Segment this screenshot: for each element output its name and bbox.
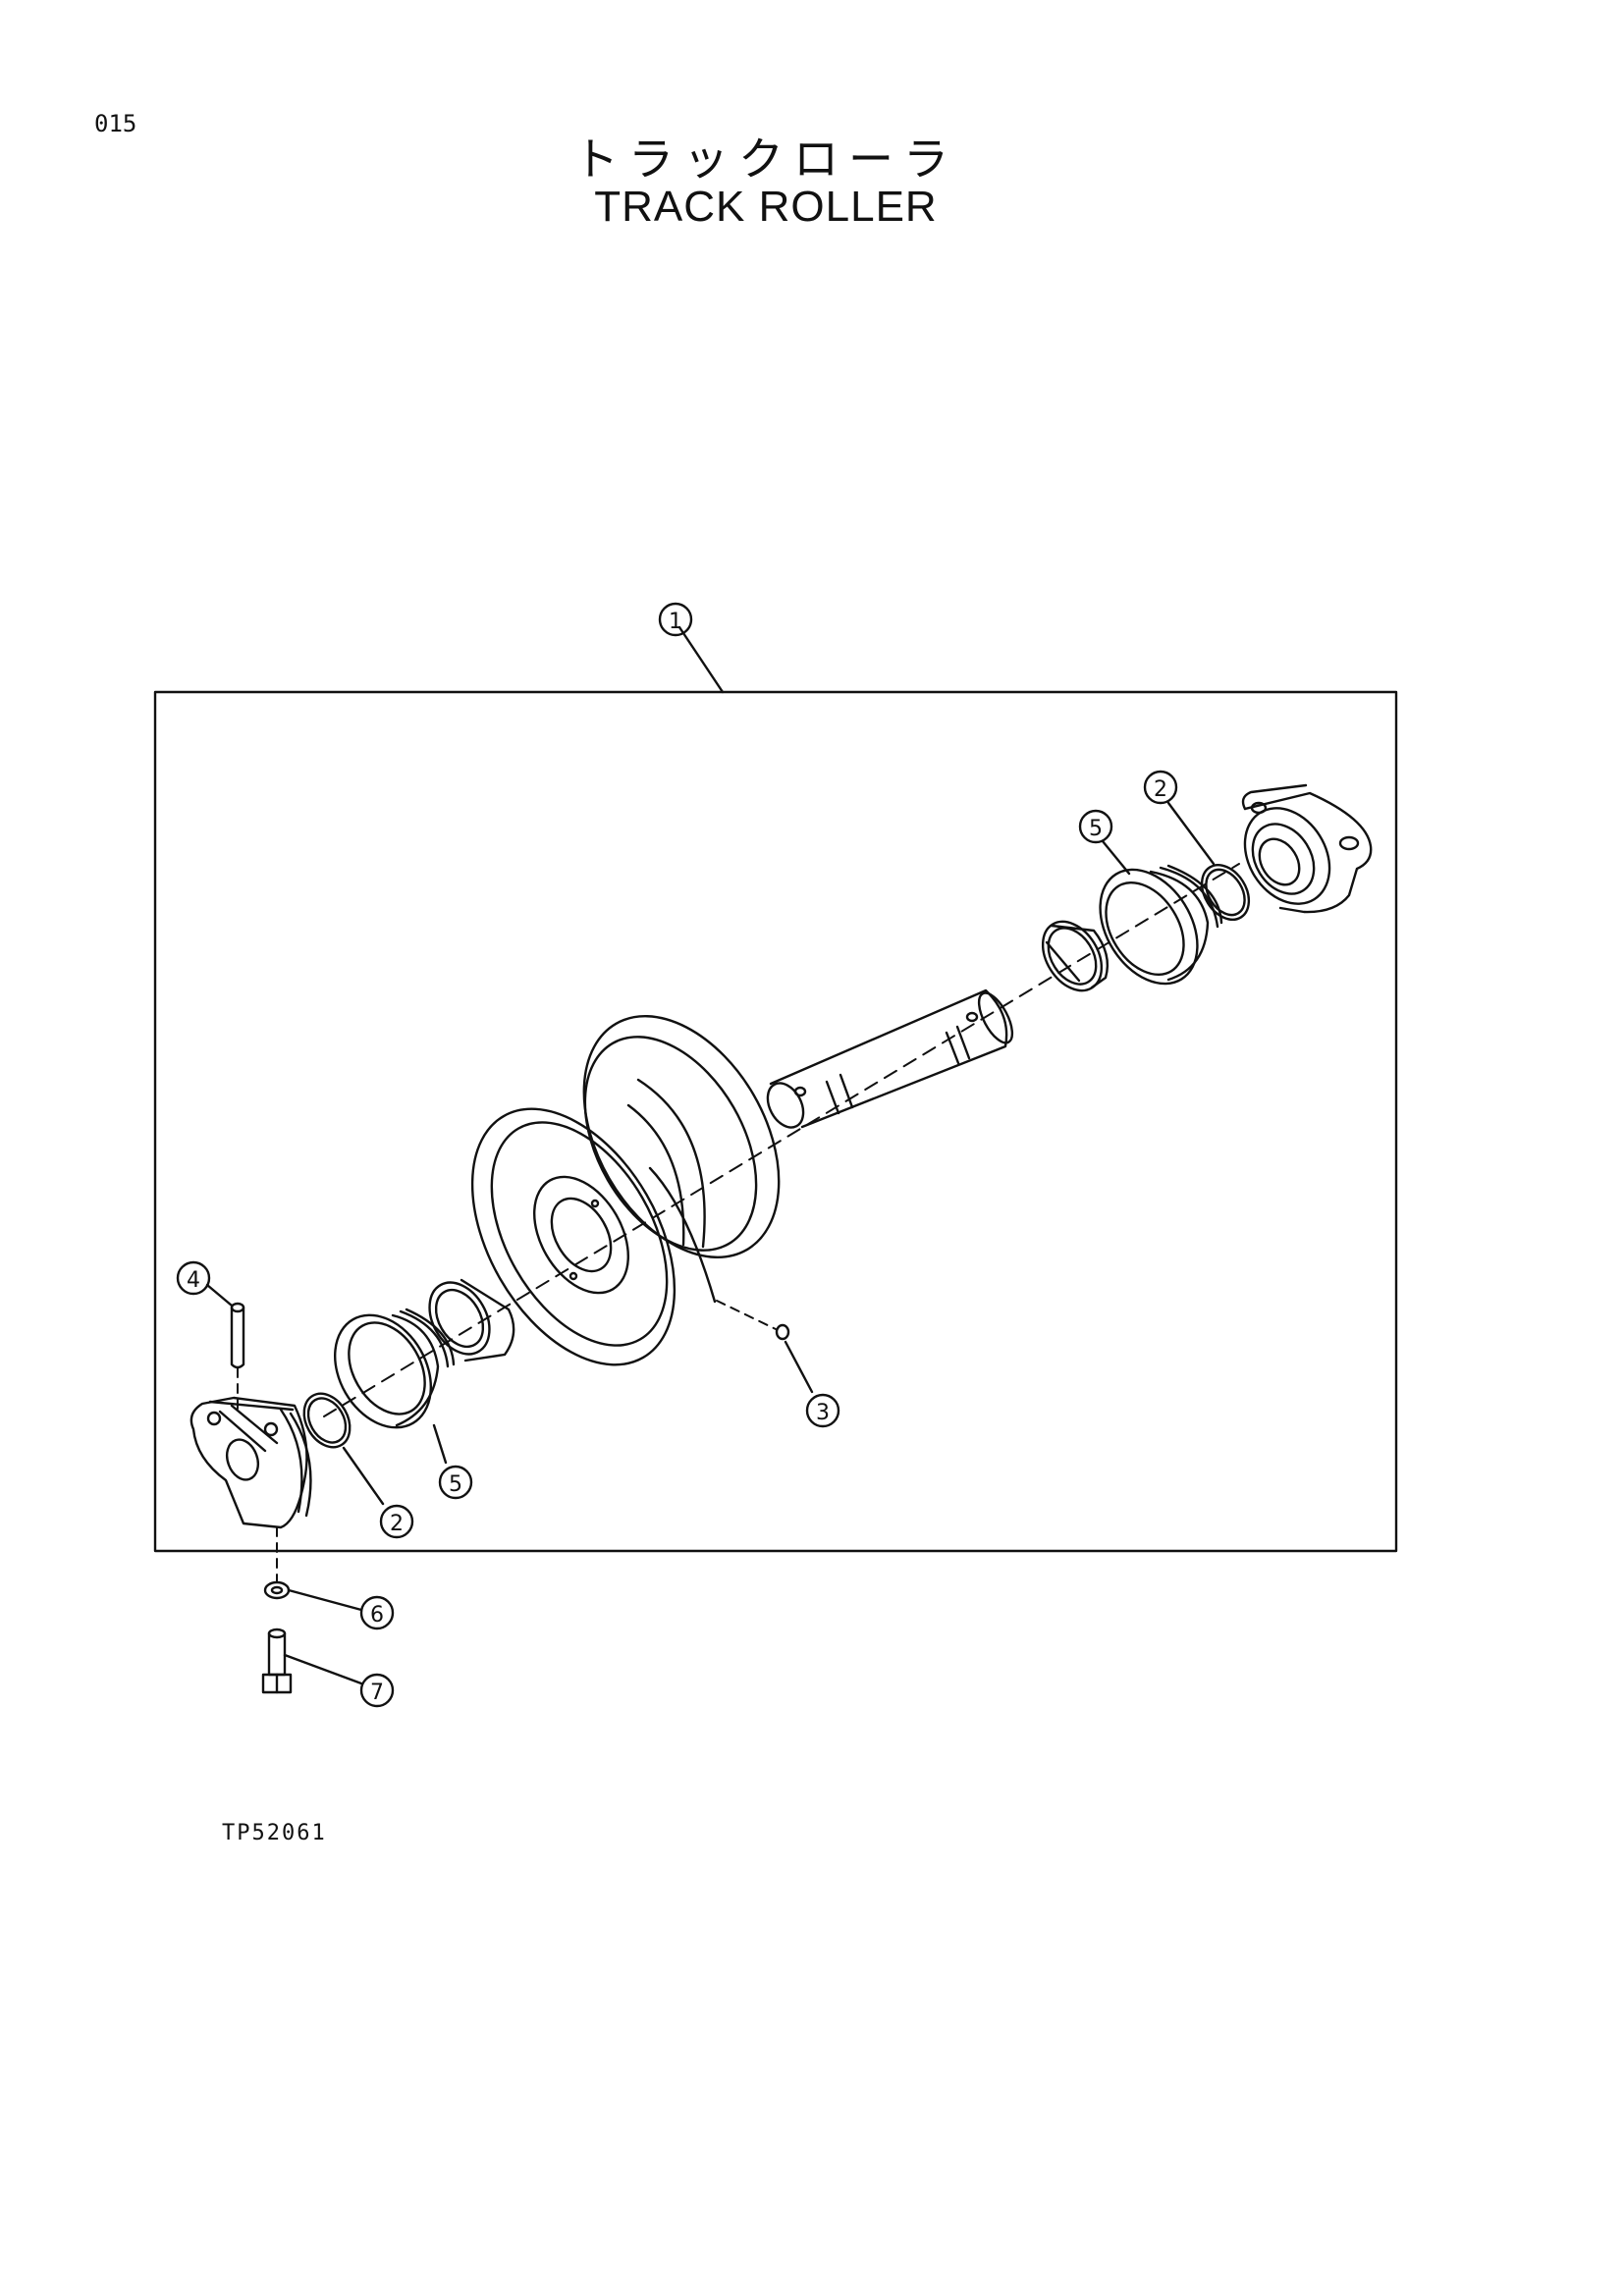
callout-4: 4	[176, 1260, 211, 1296]
washer	[263, 1526, 291, 1600]
right-bushing	[1041, 920, 1110, 992]
shaft	[766, 988, 1014, 1129]
leader-line	[287, 1588, 363, 1612]
page-number: 015	[94, 110, 137, 137]
callout-label: 3	[816, 1401, 830, 1425]
callout-5-right: 5	[1078, 809, 1113, 844]
left-o-ring	[302, 1392, 352, 1449]
figure-code: TP52061	[222, 1821, 327, 1845]
bolt	[261, 1628, 293, 1694]
page-title: TRACK ROLLER	[594, 183, 938, 231]
callout-2-left: 2	[379, 1504, 414, 1539]
roller-body	[470, 1015, 781, 1366]
callout-6: 6	[359, 1595, 395, 1630]
pin	[230, 1302, 245, 1413]
callout-1: 1	[658, 602, 693, 637]
leader-line	[1166, 801, 1216, 866]
plug	[716, 1300, 790, 1341]
leader-line	[205, 1283, 234, 1308]
leader-line	[677, 625, 725, 694]
callout-5-left: 5	[438, 1465, 473, 1500]
callout-label: 1	[669, 610, 682, 634]
leader-line	[1101, 839, 1131, 876]
callout-3: 3	[805, 1393, 840, 1428]
right-collar	[1241, 783, 1373, 914]
leader-line	[283, 1653, 363, 1685]
right-o-ring	[1200, 864, 1251, 921]
right-floating-seal	[1099, 864, 1223, 986]
callout-2-right: 2	[1143, 770, 1178, 805]
title-japanese: トラックローラ	[573, 133, 958, 186]
leader-line	[342, 1446, 385, 1506]
callout-label: 2	[390, 1512, 404, 1536]
left-floating-seal	[333, 1308, 456, 1429]
leader-line	[432, 1423, 448, 1465]
callout-label: 2	[1154, 777, 1167, 802]
callout-label: 5	[1089, 817, 1103, 841]
left-collar	[189, 1396, 312, 1529]
callout-label: 6	[370, 1603, 384, 1628]
center-axis-line	[323, 863, 1240, 1417]
left-bushing	[428, 1278, 515, 1362]
callout-7: 7	[359, 1673, 395, 1708]
callout-label: 7	[370, 1681, 384, 1705]
assembly-frame	[153, 690, 1398, 1553]
leader-line	[784, 1340, 814, 1394]
callout-label: 5	[449, 1472, 462, 1497]
callout-label: 4	[187, 1268, 200, 1293]
